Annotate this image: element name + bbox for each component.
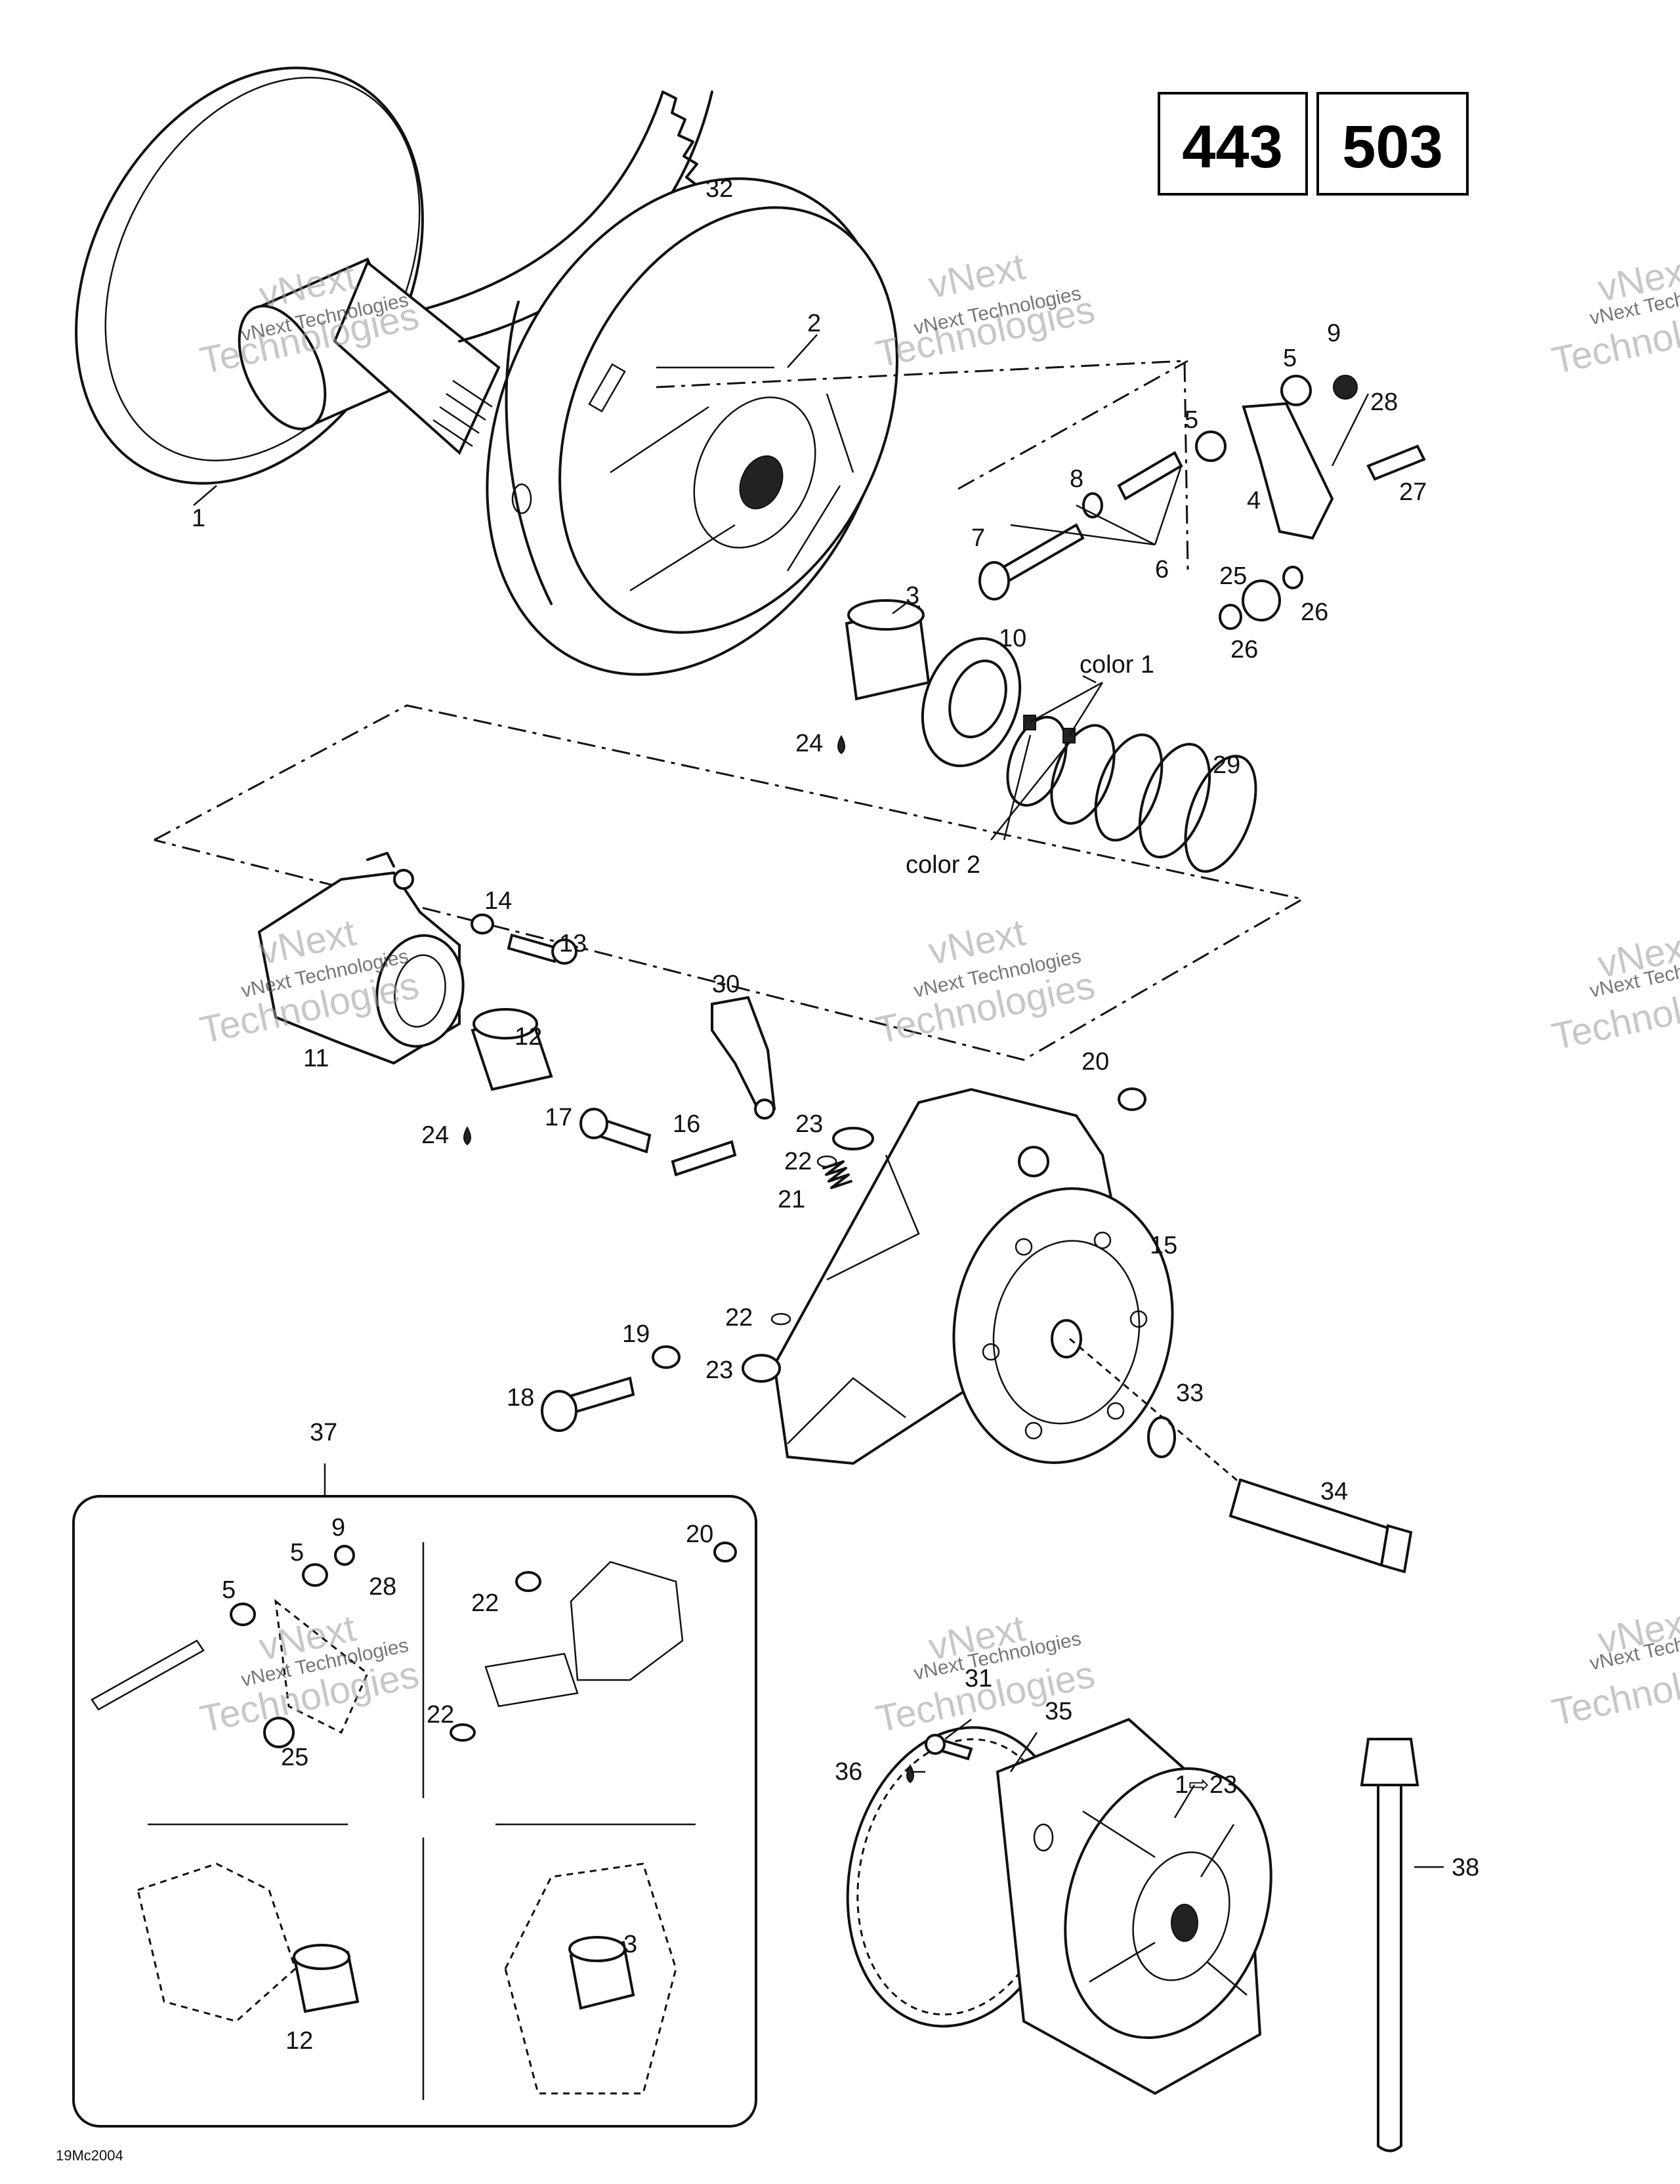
callout-34: 34 xyxy=(1320,1478,1348,1505)
callout-24-lower: 24 xyxy=(421,1122,449,1149)
fixed-sheave xyxy=(75,66,501,485)
callout-30: 30 xyxy=(712,971,740,998)
inset-callout-22-upper: 22 xyxy=(471,1589,499,1617)
callout-labels: 1 2 3 4 5 5 6 7 8 9 10 11 12 13 14 15 16… xyxy=(192,175,1479,1881)
governor-cup xyxy=(257,852,465,1065)
callout-12: 12 xyxy=(514,1023,542,1051)
puller-bolt xyxy=(1360,1738,1419,2152)
cam-hardware xyxy=(471,914,578,1091)
callout-5-upper: 5 xyxy=(1283,345,1297,372)
inset-box xyxy=(72,1495,757,2128)
grease-drop-icon xyxy=(463,1125,471,1146)
inset-callout-5-upper: 5 xyxy=(290,1539,304,1566)
callout-18: 18 xyxy=(507,1384,534,1412)
callout-26-right: 26 xyxy=(1301,598,1328,626)
inset-callout-12: 12 xyxy=(285,2027,313,2055)
callout-20: 20 xyxy=(1082,1048,1109,1076)
spider-housing xyxy=(772,1087,1174,1465)
callout-10: 10 xyxy=(999,625,1026,652)
callout-28: 28 xyxy=(1370,388,1398,416)
assembly-outline-upper xyxy=(656,360,1189,572)
inset-callout-22-lower: 22 xyxy=(427,1701,454,1729)
inset-callouts: 9 5 28 5 25 20 22 22 12 3 xyxy=(222,1514,713,2055)
callout-15: 15 xyxy=(1150,1232,1177,1259)
inset-callout-5-lower: 5 xyxy=(222,1576,236,1604)
spider-hardware xyxy=(541,1087,1413,1574)
callout-16: 16 xyxy=(673,1110,700,1138)
callout-6: 6 xyxy=(1155,556,1169,583)
callout-25: 25 xyxy=(1219,562,1247,590)
inset-callout-28: 28 xyxy=(369,1573,396,1601)
callout-37: 37 xyxy=(310,1419,337,1446)
inset-callout-20: 20 xyxy=(686,1521,713,1548)
callout-23-lower: 23 xyxy=(705,1356,733,1384)
figure-code: 19Mc2004 xyxy=(56,2147,123,2164)
callout-19: 19 xyxy=(622,1320,650,1348)
callout-26-lower: 26 xyxy=(1230,636,1258,663)
callout-color-2: color 2 xyxy=(906,851,980,879)
movable-sheave xyxy=(486,177,898,676)
drive-pulley-assembly xyxy=(846,1717,1272,2095)
callout-7: 7 xyxy=(971,524,985,552)
callout-1: 1 xyxy=(192,505,205,532)
callout-22-upper: 22 xyxy=(784,1148,812,1175)
callout-22-lower: 22 xyxy=(725,1304,753,1332)
model-number-boxes: 443 503 xyxy=(1158,92,1469,196)
roller-arm-30 xyxy=(579,996,776,1177)
callout-38: 38 xyxy=(1452,1854,1479,1881)
callout-8: 8 xyxy=(1070,465,1083,493)
callout-33: 33 xyxy=(1176,1379,1204,1407)
model-number-503: 503 xyxy=(1342,114,1443,180)
grease-drop-icon xyxy=(837,734,845,755)
callout-5-lower: 5 xyxy=(1185,406,1198,434)
callout-21: 21 xyxy=(778,1186,805,1213)
callout-35: 35 xyxy=(1045,1698,1072,1725)
callout-color-1: color 1 xyxy=(1080,651,1154,679)
callout-31: 31 xyxy=(965,1665,992,1692)
callout-2: 2 xyxy=(807,310,821,337)
inset-callout-9: 9 xyxy=(331,1514,345,1542)
spring-assembly xyxy=(845,599,1257,873)
callout-4: 4 xyxy=(1247,487,1261,514)
callout-32: 32 xyxy=(705,175,733,203)
inset-callout-3: 3 xyxy=(623,1931,637,1958)
assembly-outline-middle xyxy=(154,704,1306,1061)
callout-1-to-23: 1⇨23 xyxy=(1175,1771,1237,1799)
callout-17: 17 xyxy=(545,1104,572,1131)
inset-callout-25: 25 xyxy=(281,1744,308,1771)
leader-lines xyxy=(193,334,1444,1868)
callout-36: 36 xyxy=(835,1758,862,1786)
callout-3: 3 xyxy=(906,582,919,610)
callout-23-upper: 23 xyxy=(795,1110,823,1138)
callout-11: 11 xyxy=(303,1045,329,1072)
callout-9: 9 xyxy=(1327,320,1341,347)
callout-14: 14 xyxy=(484,887,512,915)
callout-29: 29 xyxy=(1213,751,1240,779)
model-number-443: 443 xyxy=(1182,114,1283,180)
roller-arm-hardware xyxy=(978,375,1426,630)
callout-13: 13 xyxy=(559,930,587,957)
callout-24-upper: 24 xyxy=(795,730,823,757)
callout-27: 27 xyxy=(1399,478,1427,506)
